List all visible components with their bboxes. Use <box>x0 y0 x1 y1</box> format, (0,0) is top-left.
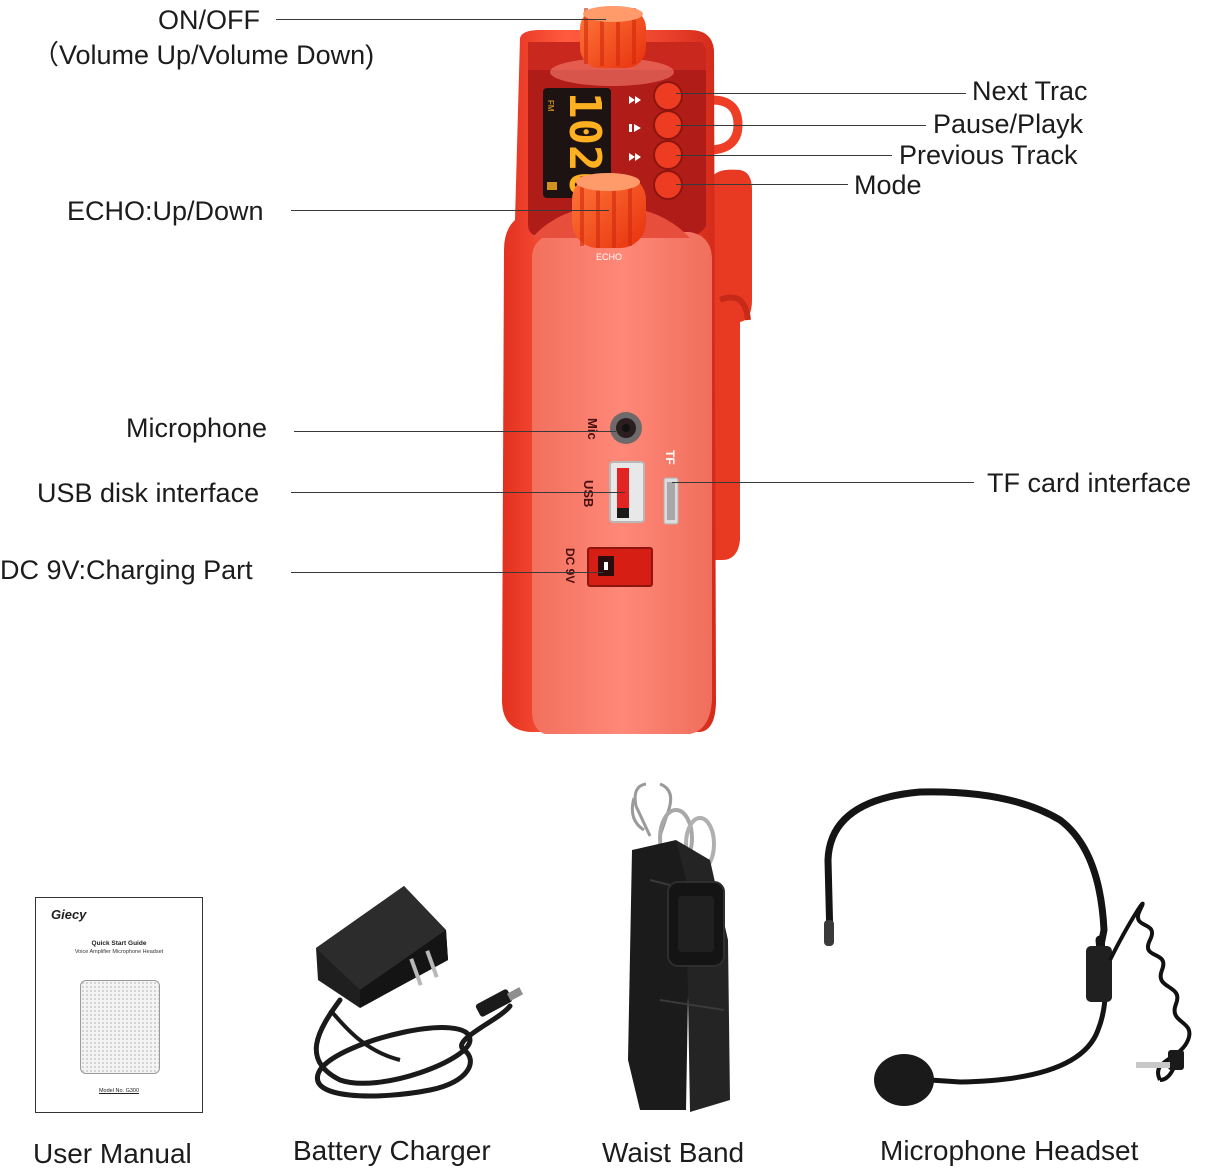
pause-play-icon <box>629 124 641 132</box>
strap-band-icon <box>628 840 730 1112</box>
on-off-label: ON/OFF <box>158 5 260 35</box>
manual-title: Quick Start Guide <box>91 940 147 947</box>
user-manual-caption: User Manual <box>33 1138 192 1169</box>
microphone-leader-line <box>294 431 616 432</box>
pause-play-leader-line <box>676 125 926 126</box>
next-track-button <box>653 81 683 111</box>
display-unit: FM <box>546 100 555 112</box>
belt-clip <box>711 95 752 560</box>
headband-wire <box>824 788 1108 954</box>
manual-subtitle: Voice Amplifier Microphone Headset <box>74 949 164 955</box>
control-buttons[interactable] <box>653 81 683 200</box>
manual-speaker-illustration <box>80 980 160 1074</box>
microphone-label: Microphone <box>126 413 268 443</box>
charger-adapter-icon <box>316 886 448 1008</box>
next-track-leader-line <box>676 93 966 94</box>
inline-connector-icon <box>1086 946 1112 1002</box>
previous-track-leader-line <box>676 155 892 156</box>
usb-port-icon <box>609 461 645 523</box>
microphone-headset-caption: Microphone Headset <box>880 1135 1139 1166</box>
foam-windscreen-icon <box>874 1054 934 1106</box>
dc-port-text: DC 9V <box>563 548 577 583</box>
usb-disk-label: USB disk interface <box>37 478 260 508</box>
manual-brand: Giecy <box>51 907 87 922</box>
usb-disk-leader-line <box>291 492 625 493</box>
mode-label: Mode <box>854 170 922 200</box>
mode-leader-line <box>676 184 848 185</box>
on-off-leader-line <box>276 19 606 20</box>
dc-plug-icon <box>475 987 524 1017</box>
previous-track-icon <box>629 153 641 161</box>
echo-text: ECHO <box>596 252 622 262</box>
charger-cable <box>313 997 513 1099</box>
next-track-icon <box>629 96 641 104</box>
coiled-cable <box>1108 901 1192 1081</box>
carabiner-clips-icon <box>630 782 716 872</box>
previous-track-label: Previous Track <box>899 140 1078 170</box>
echo-knob-icon[interactable] <box>572 173 646 248</box>
usb-port-text: USB <box>581 480 596 507</box>
audio-jack-icon <box>1136 1050 1184 1070</box>
volume-knob-icon[interactable] <box>550 6 674 86</box>
echo-leader-line <box>291 210 609 211</box>
dc-charging-leader-line <box>291 572 603 573</box>
tf-slot-icon <box>663 477 679 525</box>
mode-button <box>653 170 683 200</box>
pause-play-label: Pause/Playk <box>933 109 1084 139</box>
tf-card-leader-line <box>672 482 974 483</box>
volume-label: （Volume Up/Volume Down) <box>32 40 375 70</box>
user-manual-booklet: Giecy Quick Start Guide Voice Amplifier … <box>35 897 203 1113</box>
mic-port-text: Mic <box>585 418 600 440</box>
boom-arm <box>929 959 1108 1085</box>
dc-charging-label: DC 9V:Charging Part <box>0 555 253 585</box>
manual-model: Model No. G300 <box>98 1088 140 1094</box>
tf-slot-text: TF <box>663 450 677 465</box>
battery-charger-caption: Battery Charger <box>293 1135 491 1166</box>
amplifier-device: 1020 FM ECHO Mic USB <box>502 6 752 734</box>
mic-port-icon <box>610 412 642 444</box>
echo-label: ECHO:Up/Down <box>67 196 264 226</box>
next-track-label: Next Trac <box>972 76 1088 106</box>
tf-card-label: TF card interface <box>987 468 1192 498</box>
dc-port-icon <box>587 547 653 587</box>
waist-band-caption: Waist Band <box>602 1137 745 1168</box>
